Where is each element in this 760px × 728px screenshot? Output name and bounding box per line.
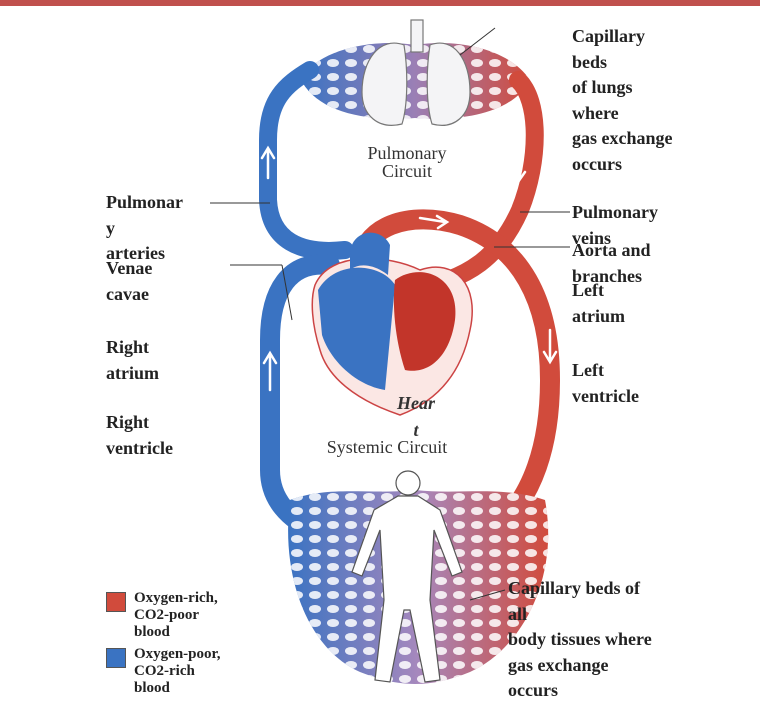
blue-square-icon <box>106 648 126 668</box>
lung-capillary-bed <box>300 43 530 119</box>
heart-illustration <box>311 232 473 416</box>
heart-label: Hear t <box>397 393 435 440</box>
human-figure <box>351 470 463 683</box>
venae-cavae-label: Venae cavae <box>106 258 153 304</box>
systemic-circuit-label: Systemic Circuit <box>326 437 448 457</box>
header-bar <box>0 0 760 6</box>
aorta-vessel <box>350 209 561 530</box>
red-square-icon <box>106 592 126 612</box>
legend-oxygen-rich-text: Oxygen-rich, CO2-poor blood <box>134 590 218 640</box>
lungs-illustration <box>361 19 471 126</box>
legend-oxygen-rich: Oxygen-rich, CO2-poor blood <box>106 590 218 641</box>
capillary-body-label: Capillary beds of all body tissues where… <box>508 578 652 700</box>
capillary-lungs-label: Capillary beds of lungs where gas exchan… <box>572 26 673 174</box>
left-ventricle-label: Left ventricle <box>572 360 639 406</box>
pulmonary-veins-label: Pulmonary veins <box>572 202 659 248</box>
right-atrium-label: Right atrium <box>106 337 159 383</box>
pulmonary-arteries-label: Pulmonar y arteries <box>106 192 184 263</box>
right-ventricle-label: Right ventricle <box>106 412 173 458</box>
aorta-label: Aorta and branches <box>572 240 651 286</box>
leader-lines <box>210 27 570 601</box>
flow-arrows <box>260 145 558 392</box>
legend-oxygen-poor-text: Oxygen-poor, CO2-rich blood <box>134 646 221 696</box>
left-atrium-label: Left atrium <box>572 280 625 326</box>
pulmonary-circuit-label: Pulmonary Circuit <box>367 143 447 181</box>
legend-oxygen-poor: Oxygen-poor, CO2-rich blood <box>106 646 221 697</box>
pulmonary-artery-vessel <box>259 61 354 260</box>
